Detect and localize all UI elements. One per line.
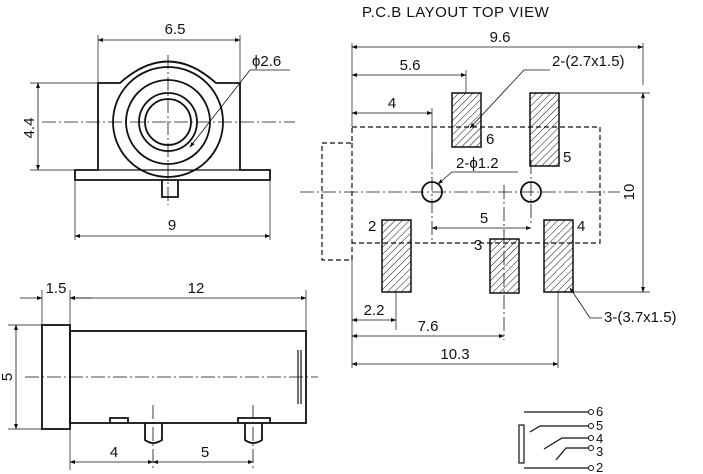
dim-7-6: 7.6	[418, 318, 439, 335]
holes-callout: 2-ϕ1.2	[456, 155, 499, 172]
pin-label-6: 6	[486, 131, 494, 148]
front-pin	[161, 180, 179, 198]
side-pin-2	[244, 423, 263, 444]
dim-overall-width: 9.6	[490, 29, 511, 46]
dim-bore-diameter: ϕ2.6	[252, 53, 281, 70]
pad-5	[529, 92, 560, 167]
pad-6	[451, 92, 482, 148]
dim-5-6: 5.6	[400, 57, 421, 74]
schematic-pin-5: 5	[596, 418, 603, 433]
pin-label-2: 2	[368, 218, 376, 235]
front-body-outline	[74, 60, 271, 181]
side-view: 1.5 12 5 4 5	[0, 280, 318, 470]
dim-height: 4.4	[21, 118, 38, 139]
dim-height: 10	[621, 184, 638, 201]
dim-4: 4	[388, 95, 396, 112]
dim-flange: 1.5	[46, 280, 67, 297]
front-view: 6.5 4.4 9 ϕ2.6	[21, 21, 295, 240]
pad-2	[381, 219, 412, 293]
schematic-pin-2: 2	[596, 460, 603, 474]
dim-length: 12	[188, 280, 205, 297]
pcb-layout: P.C.B LAYOUT TOP VIEW 6 5 2 3 4 9.6 5.6	[300, 4, 677, 368]
pin-label-3: 3	[474, 237, 482, 254]
dim-2-2: 2.2	[364, 302, 385, 319]
side-pin-1	[144, 423, 163, 444]
mount-hole-right	[520, 181, 542, 203]
dim-base-width: 9	[168, 217, 176, 234]
side-pin-stub-1	[109, 417, 129, 423]
dim-width: 6.5	[165, 21, 186, 38]
schematic-pin-6: 6	[596, 404, 603, 419]
mount-hole-left	[421, 181, 443, 203]
bottom-pads-callout: 3-(3.7x1.5)	[604, 309, 677, 326]
schematic-plug	[518, 424, 525, 464]
dim-pin-pitch-1: 4	[110, 444, 118, 461]
side-pin-stub-2	[237, 417, 271, 423]
pad-4	[543, 219, 574, 293]
pin-label-4: 4	[577, 218, 585, 235]
pad-3	[489, 238, 520, 294]
top-pads-callout: 2-(2.7x1.5)	[552, 53, 625, 70]
dim-side-height: 5	[0, 373, 16, 381]
pin-label-5: 5	[563, 149, 571, 166]
dim-hole-spacing: 5	[480, 210, 488, 227]
dim-10-3: 10.3	[440, 346, 469, 363]
schematic-pin-4: 4	[596, 431, 603, 446]
dim-pin-pitch-2: 5	[201, 444, 209, 461]
pin-schematic: 6 5 4 3 2	[518, 404, 603, 474]
drawing-title: P.C.B LAYOUT TOP VIEW	[362, 4, 550, 21]
schematic-pin-3: 3	[596, 444, 603, 459]
